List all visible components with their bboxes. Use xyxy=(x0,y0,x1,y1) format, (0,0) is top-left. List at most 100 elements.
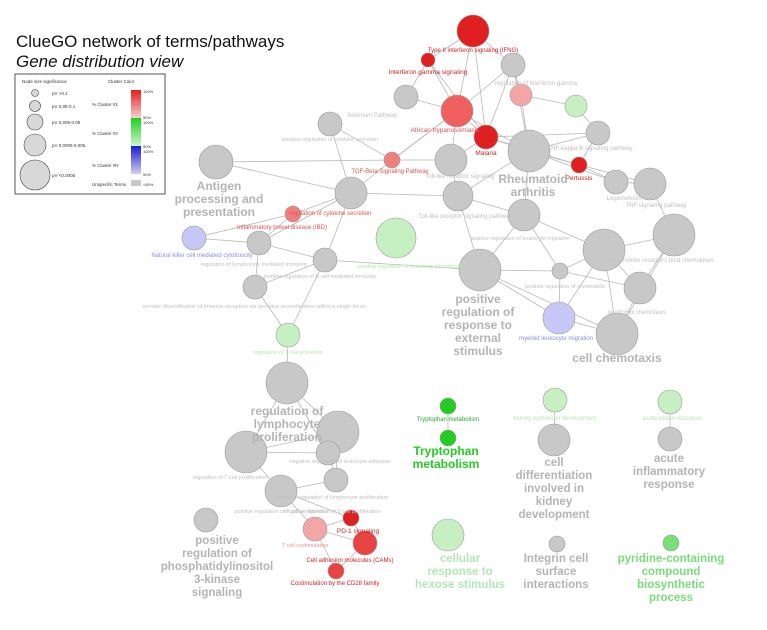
label-neutrophil-chemotaxis: neutrophil chemotaxis xyxy=(608,310,666,316)
label-selenium: Selenium Pathway xyxy=(347,113,397,119)
node-cd28[interactable] xyxy=(327,562,345,580)
node-tollp[interactable] xyxy=(442,180,474,212)
node-tgf[interactable] xyxy=(383,151,401,169)
legend-red-bottom: 50% xyxy=(143,115,151,120)
node-regtact[interactable] xyxy=(275,322,301,348)
legend-unspecific-label: Unspecific Terms xyxy=(92,182,127,187)
label-pd1: PD-1 signaling xyxy=(337,528,380,535)
label-african-tryp: African trypanosomiasis xyxy=(411,127,481,134)
page-title: ClueGO network of terms/pathways xyxy=(16,32,285,51)
label-pos-reg-bcell: positive regulation of B cell mediated i… xyxy=(263,274,376,280)
legend-gradient-green xyxy=(131,118,141,146)
label-pos-leuk-migration: positive regulation of leukocyte migrati… xyxy=(470,236,569,242)
node-neutro[interactable] xyxy=(623,271,657,305)
node-pyridine[interactable] xyxy=(662,534,680,552)
node-antigen[interactable] xyxy=(198,144,234,180)
node-reglym[interactable] xyxy=(246,230,272,256)
node-integrin[interactable] xyxy=(548,535,566,553)
edge-ibd-nk xyxy=(193,213,294,239)
legend-size-title: Node size significance xyxy=(22,79,67,84)
node-legion[interactable] xyxy=(603,169,629,195)
label-cd28: Costimulation by the CD28 family xyxy=(291,581,380,587)
node-nk[interactable] xyxy=(181,225,207,251)
legend-size-circle-5 xyxy=(19,159,51,191)
node-posregchemo[interactable] xyxy=(551,262,569,280)
node-tnfsig[interactable] xyxy=(633,167,667,201)
legend-blue-bottom: 50% xyxy=(143,172,151,177)
node-tryp2[interactable] xyxy=(439,429,457,447)
label-toll-like-pathway: Toll-like receptor signaling pathway xyxy=(418,214,511,220)
node-green2[interactable] xyxy=(375,217,417,259)
node-chemorec[interactable] xyxy=(652,213,696,257)
node-cellchemobig[interactable] xyxy=(595,312,639,356)
node-postprolif[interactable] xyxy=(264,474,298,508)
node-regcyt[interactable] xyxy=(334,176,368,210)
node-somatic[interactable] xyxy=(242,274,268,300)
label-reg-t-activation: regulation of T cell activation xyxy=(253,350,323,356)
label-cams: Cell adhesion molecules (CAMs) xyxy=(306,558,393,564)
node-acute2[interactable] xyxy=(657,426,683,452)
node-pd1[interactable] xyxy=(342,509,360,527)
node-ibd[interactable] xyxy=(284,205,302,223)
label-somatic-div: somatic diversification of immune recept… xyxy=(142,304,365,310)
label-pos-reg-chemotaxis: positive regulation of chemotaxis xyxy=(525,284,605,290)
edge-regcyt-reglym xyxy=(258,192,352,244)
node-tcellcostim[interactable] xyxy=(302,516,328,542)
node-malaria[interactable] xyxy=(473,124,499,150)
legend-size-label-1: pV >0.1 xyxy=(52,91,68,96)
legend-blue-top: 100% xyxy=(143,149,154,154)
label-malaria: Malaria xyxy=(475,150,497,157)
legend-cluster-1: % Cluster #1 xyxy=(92,102,118,107)
node-kidney2[interactable] xyxy=(537,423,571,457)
node-tolll[interactable] xyxy=(434,143,468,177)
node-acute1[interactable] xyxy=(657,389,683,415)
node-selenium[interactable] xyxy=(393,84,419,110)
node-cams[interactable] xyxy=(352,530,378,556)
label-chemokine-receptors: Chemokine receptors bind chemokines xyxy=(610,258,714,264)
legend-unspecific-swatch xyxy=(131,180,141,186)
node-ra[interactable] xyxy=(507,129,551,173)
edge-regcyt-tollp xyxy=(350,192,459,197)
edge-regtact-posbcell xyxy=(287,259,326,336)
node-posregcyt[interactable] xyxy=(317,111,343,137)
node-pi3k[interactable] xyxy=(193,507,219,533)
label-nk-cell: Natural killer cell mediated cytotoxicit… xyxy=(151,253,252,259)
node-cellchemo[interactable] xyxy=(582,228,626,272)
node-posbcell[interactable] xyxy=(312,247,338,273)
node-pertussis[interactable] xyxy=(570,156,588,174)
node-ifngs[interactable] xyxy=(420,52,436,68)
node-african[interactable] xyxy=(440,94,474,128)
node-regifng[interactable] xyxy=(500,52,526,78)
node-hexose[interactable] xyxy=(431,518,465,552)
node-regtprolif[interactable] xyxy=(224,430,268,474)
node-tnfk[interactable] xyxy=(585,120,611,146)
node-myeloid[interactable] xyxy=(542,301,576,335)
label-pathway-leuk: positive regulation of leukocyte chemota… xyxy=(358,264,463,270)
edge-posbcell-posresp xyxy=(324,259,481,271)
node-pink1[interactable] xyxy=(509,83,533,107)
edge-regcyt-antigen xyxy=(215,161,352,194)
edge-antigen-tgf xyxy=(215,159,393,163)
node-posleuk[interactable] xyxy=(507,198,541,232)
node-kidney1[interactable] xyxy=(542,387,568,413)
label-acute-phase: acute-phase response xyxy=(642,416,702,422)
node-reglymprolif[interactable] xyxy=(265,361,309,405)
legend-size-label-5: pV <0.0005 xyxy=(52,173,76,178)
node-type2ifn[interactable] xyxy=(456,14,490,48)
node-negtprolif[interactable] xyxy=(323,467,349,493)
node-tryp1[interactable] xyxy=(439,397,457,415)
page-subtitle: Gene distribution view xyxy=(16,52,184,71)
label-reg-t-prolif: regulation of T cell proliferation xyxy=(192,475,267,481)
node-negleuk[interactable] xyxy=(315,440,341,466)
label-tryptophan-small: Tryptophan metabolism xyxy=(417,417,479,423)
node-posresp[interactable] xyxy=(458,248,502,292)
legend-cluster-2: % Cluster #2 xyxy=(92,131,118,136)
node-green1[interactable] xyxy=(564,94,588,118)
legend-size-label-3: pV 0.005-0.05 xyxy=(52,120,81,125)
label-pos-reg-t-prolif: positive regulation of T cell proliferat… xyxy=(234,509,329,515)
network-labels: Type II interferon signaling (IFNG) Inte… xyxy=(142,48,724,604)
